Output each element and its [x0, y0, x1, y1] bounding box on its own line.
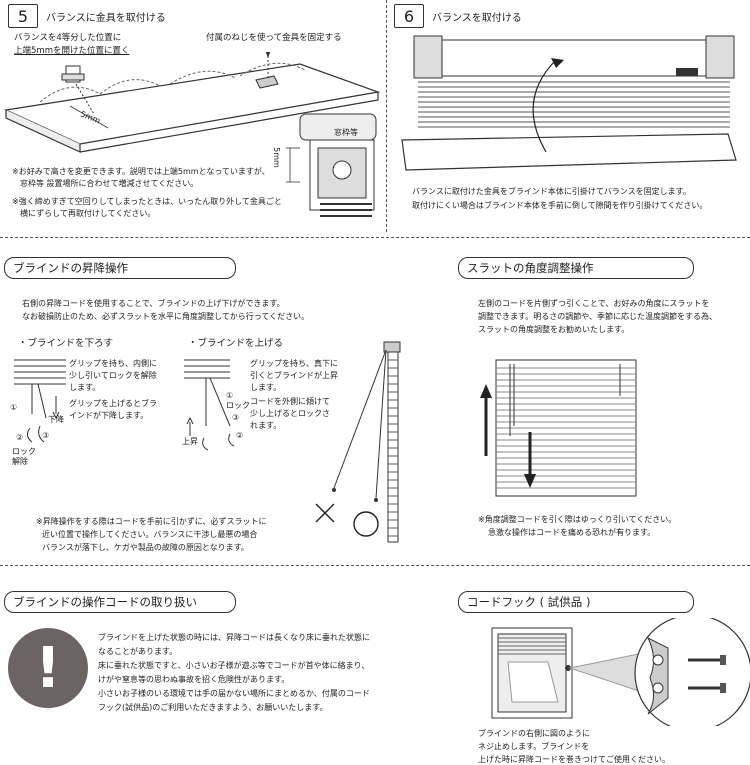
section-divider-1 — [0, 237, 750, 238]
step5-memo2-line1: ※強く締めすぎて空回りしてしまったときは、いったん取り外して金具ごと — [12, 197, 282, 206]
cord-line3: 床に垂れた状態ですと、小さいお子様が遊ぶ等でコードが首や体に絡まり、 — [98, 661, 370, 670]
lift-lower-line1: グリップを持ち、内側に — [69, 359, 157, 368]
lift-lower-line3: します。 — [69, 383, 101, 392]
lift-raise-num2: ② — [236, 431, 244, 440]
step5-memo1-line2: 窓枠等 設置場所に合わせて増減させてください。 — [20, 179, 199, 188]
lift-raise-label-lock: ロック — [226, 401, 250, 410]
step6-title: バランスを取付ける — [432, 12, 522, 24]
lift-lower-line5: インドが下降します。 — [69, 411, 149, 420]
step5-note-position-1: バランスを4等分した位置に — [14, 33, 122, 43]
lift-intro-line1: 右側の昇降コードを使用することで、ブラインドの上げ下げができます。 — [22, 299, 285, 308]
lift-raise-line1: グリップを持ち、真下に — [250, 359, 338, 368]
step6-desc-line1: バランスに取付けた金具をブラインド本体に引掛けてバランスを固定します。 — [412, 187, 691, 196]
slat-angle-illustration — [480, 359, 637, 497]
hook-line1: ブラインドの右側に図のように — [478, 729, 590, 738]
lift-raise-label-up: 上昇 — [182, 437, 198, 446]
lower-blind-illustration — [14, 359, 66, 443]
cord-line4: けがや窒息等の思わぬ事故を招く危険性があります。 — [98, 675, 290, 684]
warning-exclamation-icon: ! — [8, 628, 88, 708]
step5-number: 5 — [8, 4, 38, 28]
cord-line5: 小さいお子様のいる環境では手の届かない場所にまとめるか、付属のコード — [98, 689, 370, 698]
lift-lower-title: ・ブラインドを下ろす — [18, 338, 114, 349]
lift-raise-num3: ③ — [232, 413, 240, 422]
cord-pull-illustration — [315, 341, 401, 543]
lift-raise-line3: します。 — [250, 383, 282, 392]
slat-header: スラットの角度調整操作 — [458, 257, 694, 279]
step6-heading: 6 バランスを取付ける — [394, 4, 522, 28]
raise-blind-illustration — [184, 359, 235, 451]
lift-caution-line1: ※昇降操作をする際はコードを手前に引かずに、必ずスラットに — [36, 517, 267, 526]
lift-raise-line4: コードを外側に傾けて — [250, 397, 330, 406]
lift-raise-line2: 引くとブラインドが上昇 — [250, 371, 338, 380]
step6-number: 6 — [394, 4, 424, 28]
lift-raise-line6: れます。 — [250, 421, 282, 430]
slat-note-line1: ※角度調整コードを引く際はゆっくり引いてください。 — [478, 515, 677, 524]
lift-lower-label-down: 下降 — [48, 415, 64, 424]
lift-raise-line5: 少し上げるとロックさ — [250, 409, 330, 418]
section-divider-vertical — [386, 0, 387, 232]
lift-lower-num1: ① — [10, 403, 18, 412]
lift-caution-line3: バランスが落下し、ケガや製品の故障の原因となります。 — [42, 543, 249, 552]
lift-lower-num2: ② — [16, 433, 24, 442]
step5-title: バランスに金具を取付ける — [46, 12, 166, 24]
step5-memo2-line2: 横にずらして再取付けしてください。 — [20, 209, 156, 218]
hook-line3: 上げた時に昇降コードを巻きつけてご使用ください。 — [478, 755, 670, 764]
lift-intro-line2: なお破損防止のため、必ずスラットを水平に角度調整してから行ってください。 — [22, 312, 310, 321]
step5-heading: 5 バランスに金具を取付ける — [8, 4, 166, 28]
cord-line1: ブラインドを上げた状態の時には、昇降コードは長くなり床に垂れた状態に — [98, 633, 370, 642]
lift-raise-title: ・ブラインドを上げる — [188, 338, 284, 349]
lift-raise-num1: ① — [226, 391, 234, 400]
cord-hook-illustration — [491, 618, 750, 726]
step5-memo1-line1: ※お好みで高さを変更できます。説明では上端5mmとなっていますが、 — [12, 167, 270, 176]
lift-lower-line2: 少し引いてロックを解除 — [69, 371, 157, 380]
cord-line2: なることがあります。 — [98, 647, 178, 656]
step6-desc-line2: 取付けにくい場合はブラインド本体を手前に倒して隙間を作り引掛けてください。 — [412, 201, 708, 210]
hook-header: コードフック ( 試供品 ) — [458, 591, 694, 613]
slat-line3: スラットの角度調整をお勧めいたします。 — [478, 325, 630, 334]
lift-caution-line2: 近い位置で操作してください。バランスに干渉し最悪の場合 — [42, 530, 258, 539]
lift-lower-label-release: 解除 — [12, 457, 28, 466]
step5-note-position-2: 上端5mmを開けた位置に置く — [14, 46, 130, 56]
slat-line2: 調整できます。明るさの調節や、季節に応じた温度調節をする為、 — [478, 312, 717, 321]
step5-frame-label: 窓枠等 — [334, 128, 358, 137]
cord-line6: フック(試供品)のご利用いただきますよう、お願いいたします。 — [98, 703, 328, 712]
hook-line2: ネジ止めします。ブラインドを — [478, 742, 590, 751]
lift-lower-line4: グリップを上げるとブラ — [69, 399, 157, 408]
lift-lower-num3: ③ — [42, 431, 50, 440]
slat-line1: 左側のコードを片側ずつ引くことで、お好みの角度にスラットを — [478, 299, 710, 308]
valance-mount-illustration — [401, 35, 737, 171]
lift-header: ブラインドの昇降操作 — [4, 257, 236, 279]
lift-lower-label-lock: ロック — [12, 447, 36, 456]
step5-dim-5mm-side: 5mm — [271, 147, 281, 168]
section-divider-2 — [0, 565, 750, 566]
slat-note-line2: 急激な操作はコードを痛める恐れが有ります。 — [488, 528, 656, 537]
valance-bracket-illustration — [3, 52, 381, 217]
step5-note-screw: 付属のねじを使って金具を固定する — [206, 33, 342, 43]
cord-header: ブラインドの操作コードの取り扱い — [4, 591, 236, 613]
